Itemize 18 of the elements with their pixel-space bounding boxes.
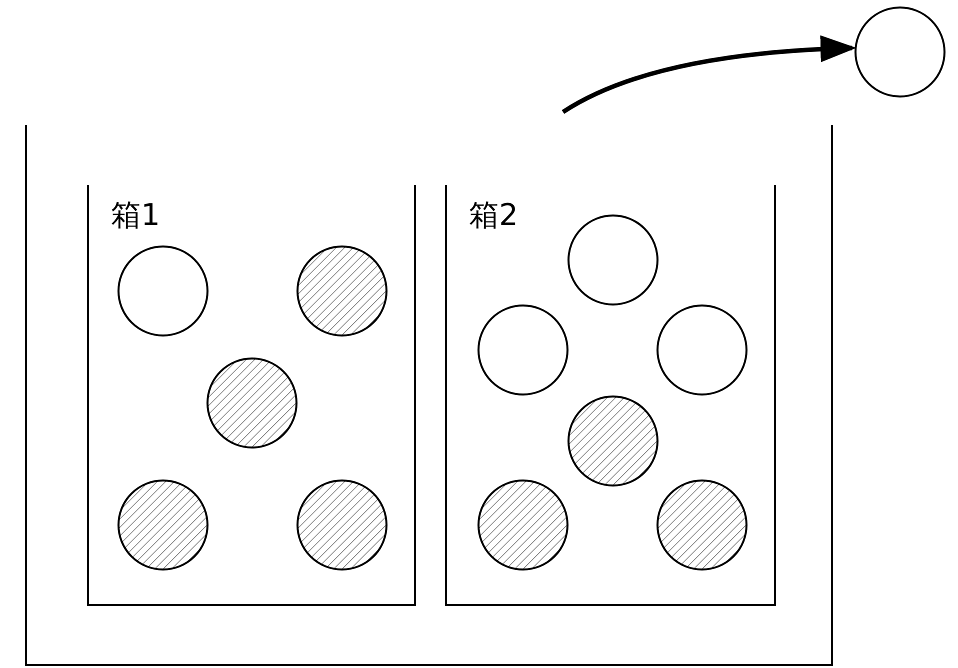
hatched-ball xyxy=(567,395,659,487)
box-container xyxy=(445,185,776,606)
hatched-ball xyxy=(477,479,569,571)
plain-ball xyxy=(567,214,659,306)
outer-container xyxy=(25,125,833,666)
box-container xyxy=(87,185,416,606)
plain-ball xyxy=(117,245,209,337)
hatched-ball xyxy=(296,245,388,337)
box-label: 箱2 xyxy=(469,199,518,233)
box-label: 箱1 xyxy=(111,199,160,233)
plain-ball xyxy=(656,304,748,396)
hatched-ball xyxy=(296,479,388,571)
hatched-ball xyxy=(656,479,748,571)
hatched-ball xyxy=(117,479,209,571)
hatched-ball xyxy=(206,357,298,449)
plain-ball xyxy=(477,304,569,396)
plain-ball xyxy=(854,6,946,98)
arrow xyxy=(562,36,856,114)
